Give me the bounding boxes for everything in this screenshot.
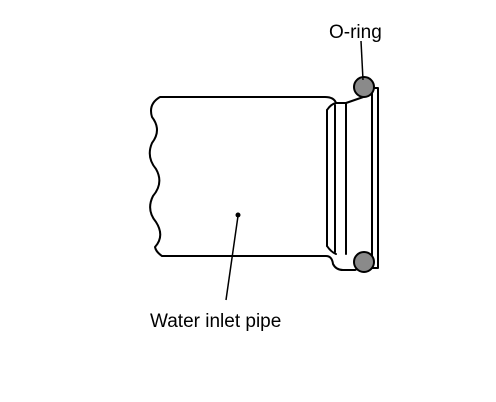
o-ring-bottom [353, 251, 375, 273]
end-plate [371, 87, 379, 269]
o-ring-label: O-ring [329, 22, 382, 43]
water-inlet-pipe-leader-line [225, 215, 239, 301]
o-ring-top [353, 76, 375, 98]
fitting-groove-bottom [326, 245, 337, 255]
water-inlet-pipe-label: Water inlet pipe [150, 311, 281, 332]
water-inlet-pipe-leader-dot [235, 212, 241, 218]
o-ring-leader-line [360, 40, 364, 81]
fitting-groove-top [326, 102, 337, 111]
pipe-outline [148, 96, 356, 271]
water-inlet-pipe [148, 87, 379, 271]
